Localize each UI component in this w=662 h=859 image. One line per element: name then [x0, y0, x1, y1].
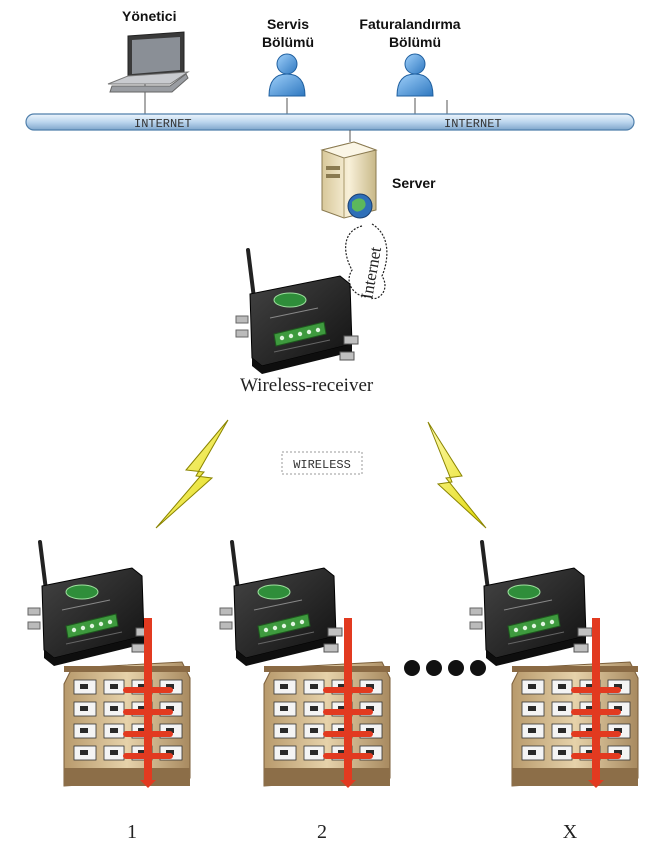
site-1: [26, 540, 190, 788]
lightning-bolt-left-icon: [155, 419, 229, 529]
server-label: Server: [392, 175, 436, 191]
site-1-device: [26, 540, 152, 668]
building-1-label: 1: [127, 821, 137, 843]
laptop-icon: [107, 31, 190, 93]
admin-label: Yönetici: [122, 8, 176, 24]
service-label-line2: Bölümü: [262, 34, 314, 50]
billing-label-line1: Faturalandırma: [359, 16, 460, 32]
lightning-bolt-right-icon: [427, 421, 487, 529]
wireless-label-box: [281, 451, 363, 475]
internet-link: [345, 223, 388, 300]
receiver-label: Wireless-receiver: [240, 375, 374, 396]
service-user-icon: [268, 53, 306, 97]
internet-bus-label-left: INTERNET: [134, 117, 192, 131]
service-label-line1: Servis: [267, 16, 309, 32]
building-2-label: 2: [317, 821, 327, 843]
internet-bus: [25, 84, 635, 142]
site-x: [468, 540, 638, 788]
ellipsis-dots: [404, 660, 486, 676]
wireless-label: WIRELESS: [293, 458, 351, 472]
billing-label-line2: Bölümü: [389, 34, 441, 50]
site-2: [218, 540, 390, 788]
site-2-device: [218, 540, 344, 668]
internet-bus-label-right: INTERNET: [444, 117, 502, 131]
server-icon: [320, 141, 378, 219]
wireless-receiver-device: [234, 248, 360, 376]
billing-user-icon: [396, 53, 434, 97]
internet-link-label: Internet: [357, 245, 385, 301]
site-x-device: [468, 540, 594, 668]
building-x-label: X: [563, 821, 578, 843]
